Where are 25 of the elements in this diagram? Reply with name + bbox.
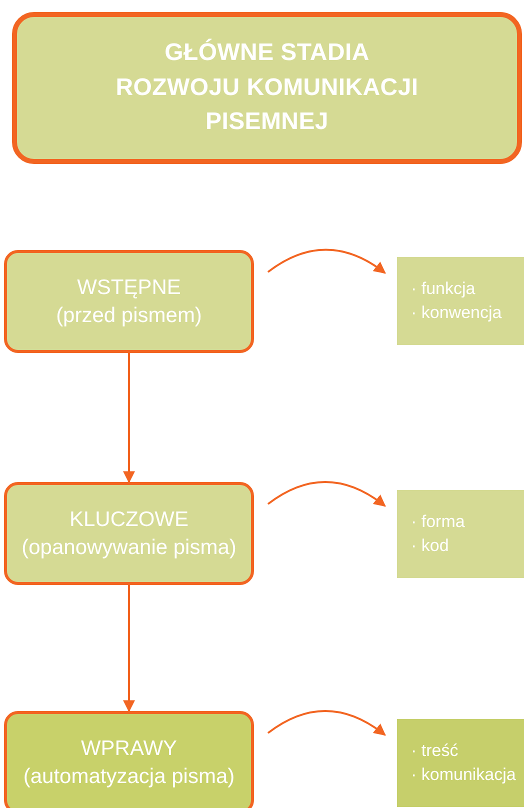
stage-description: (opanowywanie pisma) (22, 534, 236, 560)
list-item: · konwencja (411, 302, 503, 324)
list-item: · forma (411, 511, 466, 534)
stage-name: WSTĘPNE (77, 275, 181, 302)
feature-list-box (397, 719, 524, 807)
title-box (12, 12, 522, 164)
stage-description: (przed pismem) (56, 302, 202, 328)
list-item: · treść (411, 740, 460, 762)
stage-box (4, 250, 254, 353)
arrow (267, 248, 386, 274)
stage-name: KLUCZOWE (69, 507, 188, 534)
feature-list-box (397, 490, 524, 578)
arrow (267, 710, 386, 736)
title-text: GŁÓWNE STADIA ROZWOJU KOMUNIKACJI PISEMNEJ (114, 38, 420, 138)
arrow (123, 353, 135, 484)
list-item: · funkcja (411, 278, 476, 300)
list-item: · kod (411, 535, 450, 557)
stage-box (4, 711, 254, 808)
arrow (267, 481, 386, 507)
stage-name: WPRAWY (80, 736, 178, 762)
stage-description: (automatyzacja pisma) (23, 764, 235, 790)
feature-list-box (397, 257, 524, 345)
stage-box (4, 482, 254, 585)
arrow (123, 585, 135, 712)
list-item: · komunikacja (411, 764, 517, 786)
